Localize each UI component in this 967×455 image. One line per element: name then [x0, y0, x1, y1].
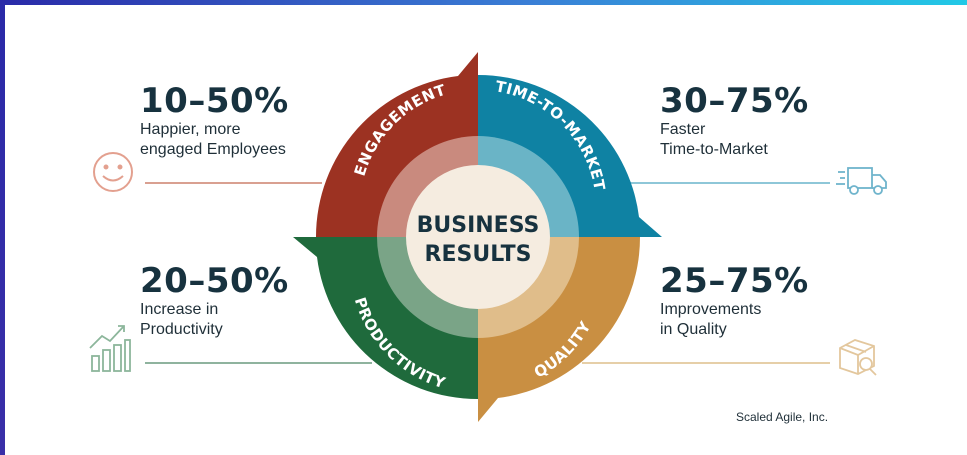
- productivity-stat-value: 20–50%: [140, 261, 289, 301]
- center-title-line2: RESULTS: [425, 242, 532, 267]
- smiley-face-icon: [93, 152, 133, 192]
- left-gradient-border: [0, 0, 5, 455]
- box-inspect-icon: [839, 339, 877, 376]
- time-to-market-stat-desc-line1: Faster: [660, 121, 706, 138]
- productivity-stat: 20–50% Increase in Productivity: [140, 262, 289, 340]
- productivity-stat-desc-line2: Productivity: [140, 321, 223, 338]
- engagement-stat-desc-line1: Happier, more: [140, 121, 241, 138]
- quality-stat: 25–75% Improvements in Quality: [660, 262, 809, 340]
- center-title-line1: BUSINESS: [417, 213, 540, 238]
- productivity-stat-desc-line1: Increase in: [140, 301, 219, 318]
- engagement-stat-value: 10–50%: [140, 81, 289, 121]
- top-gradient-border: [0, 0, 967, 5]
- engagement-stat-desc-line2: engaged Employees: [140, 141, 286, 158]
- time-to-market-stat-value: 30–75%: [660, 81, 809, 121]
- engagement-stat: 10–50% Happier, more engaged Employees: [140, 82, 289, 160]
- bar-chart-growth-icon: [89, 325, 131, 372]
- quality-stat-value: 25–75%: [660, 261, 809, 301]
- time-to-market-stat: 30–75% Faster Time-to-Market: [660, 82, 809, 160]
- delivery-truck-icon: [836, 167, 887, 195]
- quality-stat-desc-line2: in Quality: [660, 321, 727, 338]
- center-circle: [406, 165, 550, 309]
- quality-stat-desc-line1: Improvements: [660, 301, 762, 318]
- credit-text: Scaled Agile, Inc.: [736, 410, 829, 424]
- time-to-market-stat-desc-line2: Time-to-Market: [660, 141, 768, 158]
